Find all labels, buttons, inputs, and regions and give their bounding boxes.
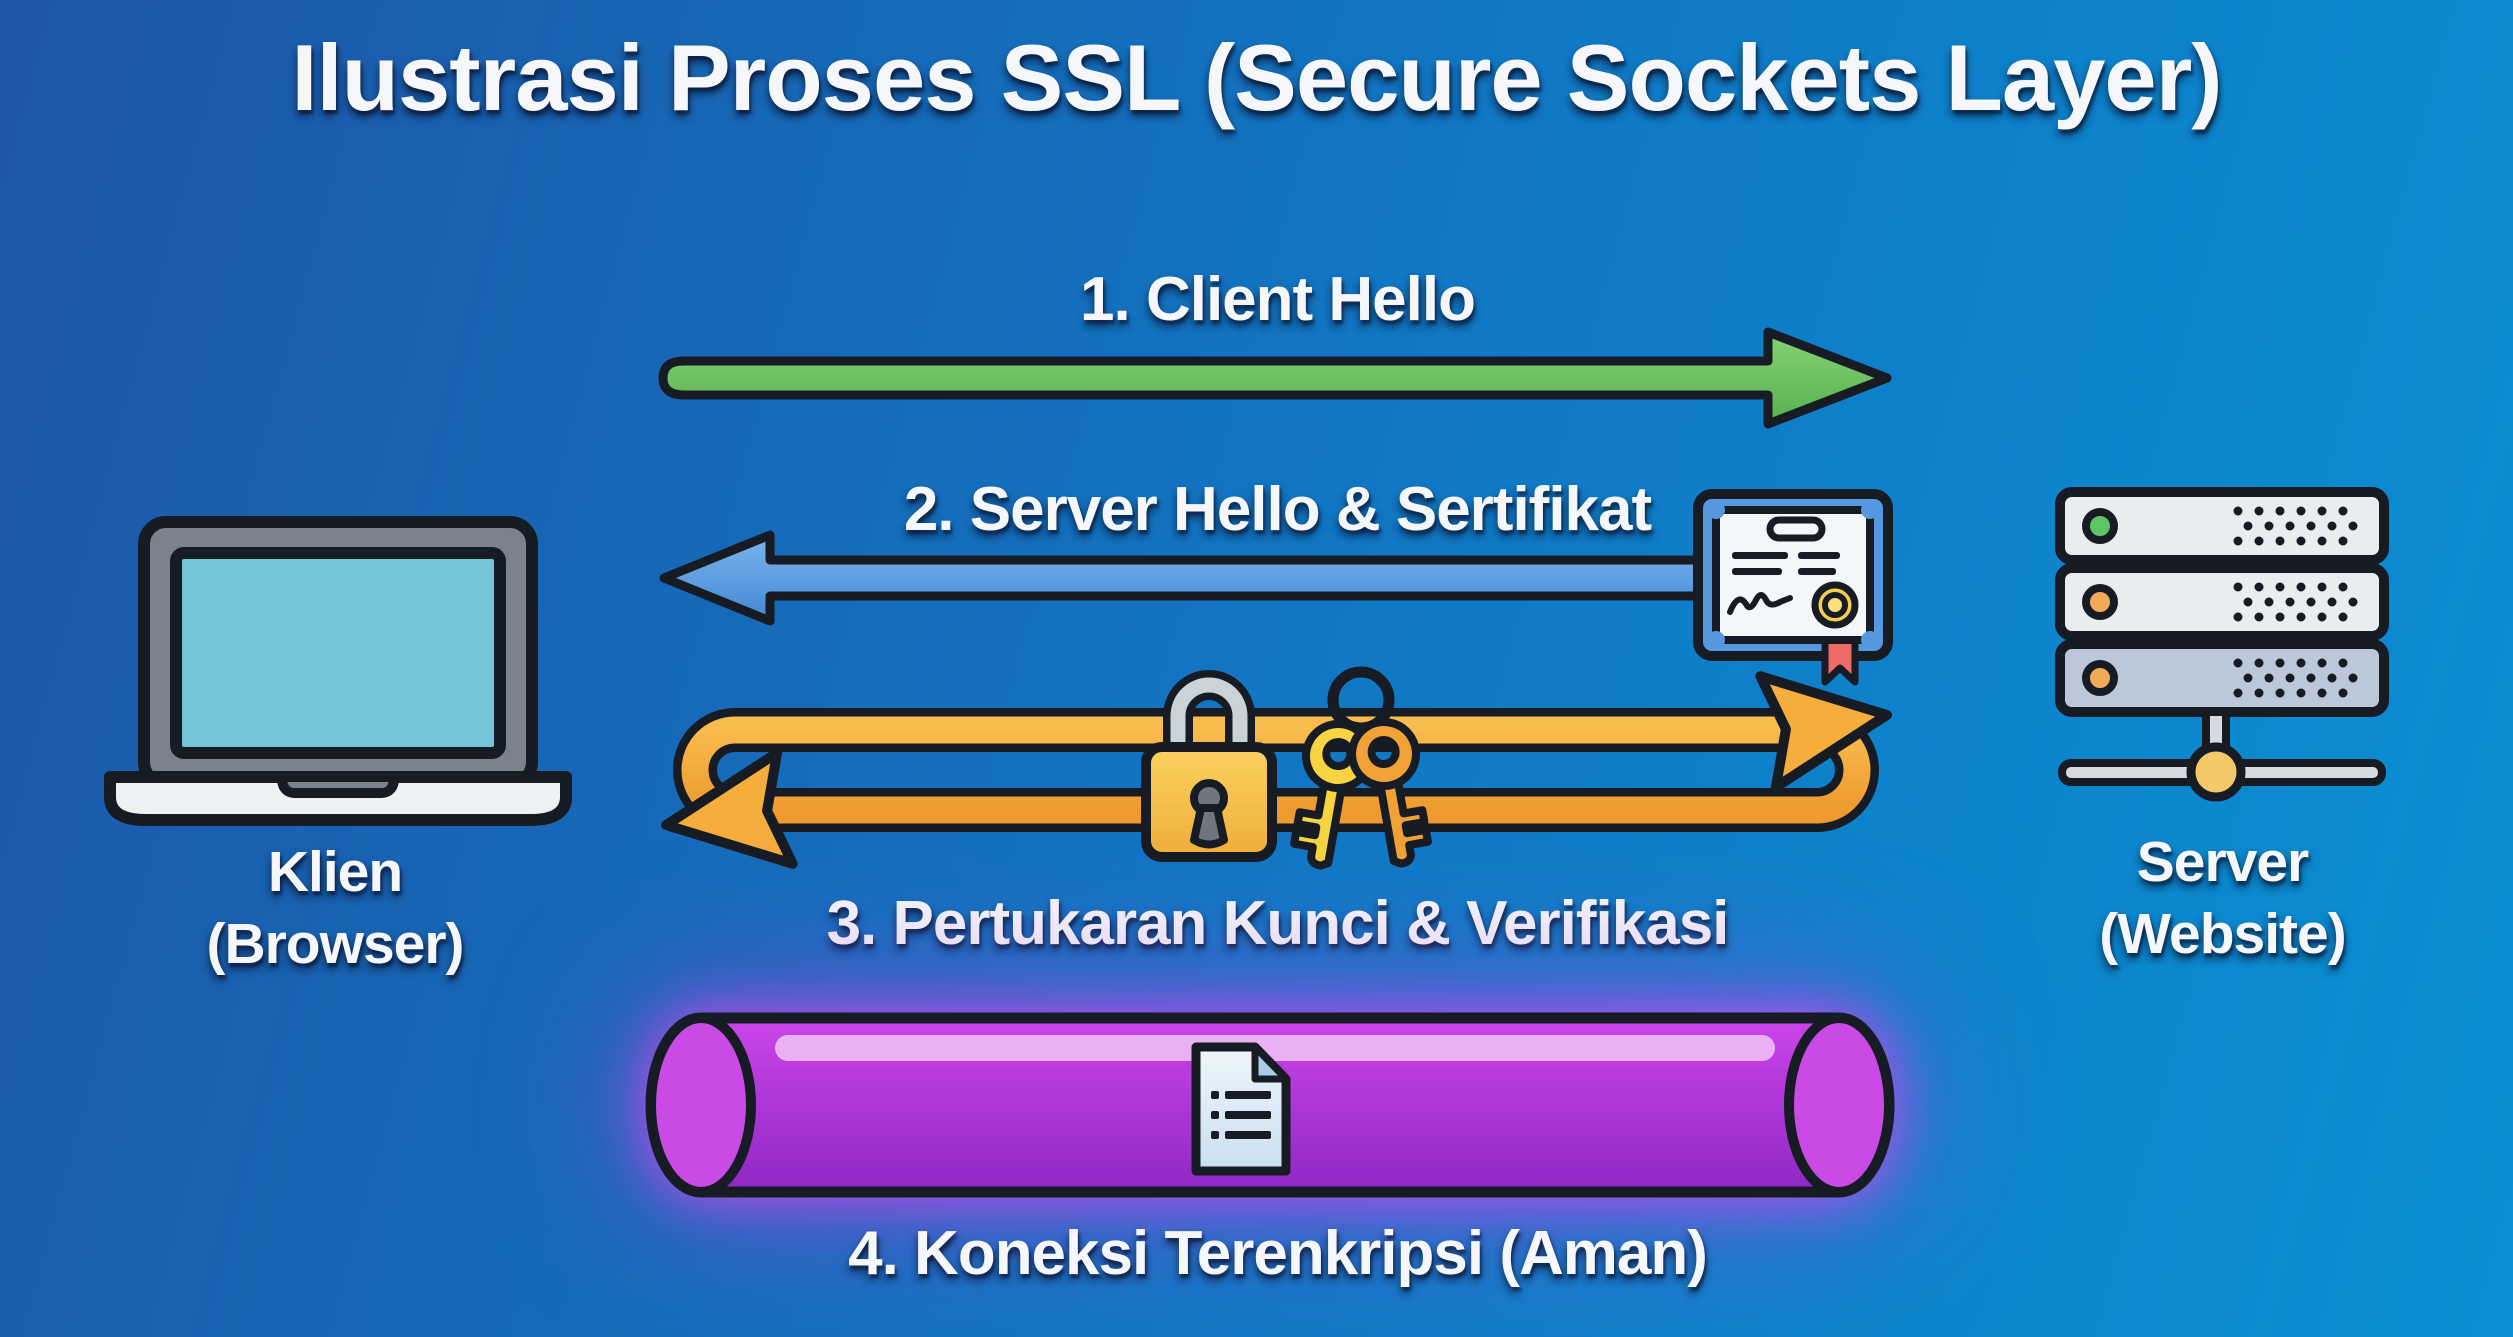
client-hello-arrow-icon <box>658 327 1892 429</box>
tunnel-right-rim <box>1784 1013 1894 1197</box>
led-orange-2 <box>2082 660 2118 696</box>
signature-squiggle <box>1727 592 1793 615</box>
step4-label: 4. Koneksi Terenkripsi (Aman) <box>848 1219 1708 1288</box>
client-subtitle: (Browser) <box>206 912 464 977</box>
client-name: Klien <box>267 840 403 904</box>
server-name: Server <box>2136 830 2310 894</box>
laptop-screen <box>170 547 506 759</box>
server-hello-arrow-icon <box>659 530 1751 626</box>
page-title: Ilustrasi Proses SSL (Secure Sockets Lay… <box>291 25 2222 130</box>
step1-label: 1. Client Hello <box>1080 265 1476 334</box>
certificate-text-lines <box>1732 552 1840 575</box>
server-subtitle: (Website) <box>2099 902 2346 967</box>
led-orange-1 <box>2082 584 2118 620</box>
keys-icon <box>1290 666 1432 870</box>
key-exchange-loop-arrow-icon <box>661 671 1892 869</box>
laptop-hinge-notch <box>277 772 399 798</box>
document-icon <box>1191 1042 1291 1176</box>
laptop-base <box>104 771 572 826</box>
client-label: Klien (Browser) <box>95 836 575 981</box>
vent-dots <box>2233 506 2365 698</box>
server-rack-icon <box>2055 487 2389 802</box>
certificate-icon <box>1693 489 1893 686</box>
padlock-icon <box>1141 670 1277 862</box>
step2-label: 2. Server Hello & Sertifikat <box>903 475 1652 544</box>
certificate-corner-notches <box>1707 501 1879 649</box>
led-green <box>2082 508 2118 544</box>
network-hub <box>2186 742 2246 802</box>
tunnel-left-rim <box>646 1013 756 1197</box>
laptop-icon <box>104 516 572 826</box>
step3-label: 3. Pertukaran Kunci & Verifikasi <box>826 889 1730 958</box>
encrypted-tunnel-icon <box>645 1012 1895 1198</box>
tunnel-highlight <box>775 1035 1775 1061</box>
server-label: Server (Website) <box>2035 826 2410 971</box>
orange-key <box>1348 718 1432 868</box>
